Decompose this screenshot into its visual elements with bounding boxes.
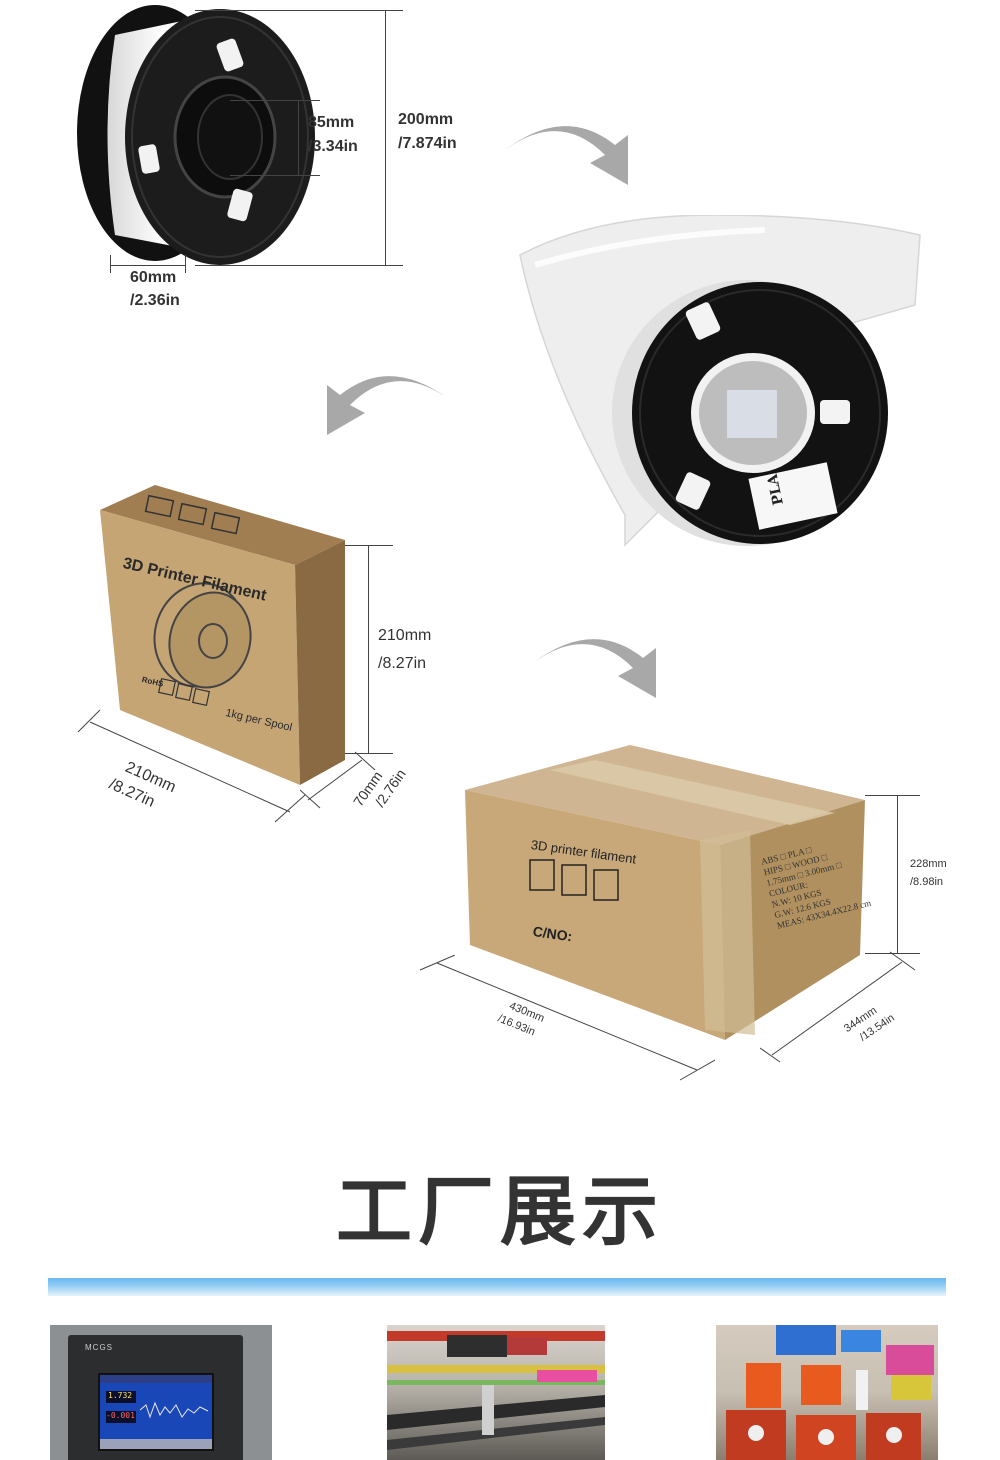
carton-width-dim-line — [760, 951, 916, 1063]
monitor-brand: MCGS — [85, 1343, 113, 1352]
spool-width-dim-tick-left — [110, 255, 111, 273]
shipping-carton-image: 3D printer filament C/NO: ABS □ PLA □ HI… — [460, 745, 872, 1045]
spool-outer-dim-tick-top — [195, 10, 403, 11]
box-depth-dim-line — [300, 751, 376, 809]
bagged-spool-image: PLA — [515, 214, 925, 550]
retail-box-image: 3D Printer Filament RoHS 1kg per Spool — [95, 485, 355, 790]
monitor-value-top: 1.732 — [108, 1391, 133, 1400]
spool-diagram — [60, 5, 360, 270]
spool-hub-dim-tick-top — [230, 100, 320, 101]
spool-hub-in: /3.34in — [308, 138, 358, 155]
section-divider-bar — [48, 1278, 946, 1296]
spool-outer-dim-tick-bottom — [195, 265, 403, 266]
box-height-dim-tick-bottom — [345, 753, 393, 754]
box-height-mm: 210mm — [378, 627, 432, 644]
spool-outer-dim-line — [385, 10, 386, 265]
box-height-dim-tick-top — [345, 545, 393, 546]
factory-photo-production-line — [387, 1325, 605, 1460]
box-height-dim-line — [368, 545, 369, 753]
carton-length-dim-line — [419, 955, 715, 1081]
spool-outer-in: /7.874in — [398, 135, 457, 152]
spool-width-dim-line — [110, 265, 185, 266]
monitor-screen — [98, 1373, 214, 1451]
carton-height-mm: 228mm — [910, 858, 947, 870]
spool-width-dim-tick-right — [185, 255, 186, 273]
spool-label-text: PLA — [765, 472, 787, 507]
spool-outer-dim-label: 200mm /7.874in — [398, 110, 457, 154]
monitor-value-bottom: -0.001 — [106, 1411, 135, 1420]
box-width-dim-line — [77, 709, 306, 823]
spool-width-dim-label: 60mm /2.36in — [130, 268, 180, 311]
curved-arrow-icon — [533, 639, 656, 698]
spool-width-in: /2.36in — [130, 292, 180, 309]
spool-hub-dim-line — [298, 100, 299, 175]
spool-hub-dim-tick-bottom — [230, 175, 320, 176]
factory-section-title: 工厂展示 — [336, 1167, 664, 1256]
spool-outer-mm: 200mm — [398, 111, 454, 128]
box-height-in: /8.27in — [378, 655, 427, 672]
curved-arrow-icon — [505, 126, 628, 185]
spool-image — [77, 5, 315, 265]
carton-height-in: /8.98in — [910, 875, 944, 888]
curved-arrow-icon — [327, 376, 450, 435]
factory-photo-monitor: MCGS 1.732 -0.001 — [50, 1325, 272, 1460]
waveform-graph — [100, 1375, 212, 1449]
spool-hub-mm: 85mm — [308, 114, 355, 131]
winding-machines-drawing — [726, 1325, 934, 1460]
spool-hub-dim-label: 85mm /3.34in — [308, 113, 358, 157]
box-height-dim-label: 210mm /8.27in — [378, 626, 431, 674]
production-line-drawing — [387, 1331, 605, 1450]
factory-photo-winding-machines — [716, 1325, 938, 1460]
carton-height-dim-label: 228mm /8.98in — [910, 858, 947, 890]
carton-height-dim-tick-top — [865, 795, 920, 796]
carton-height-dim-line — [897, 795, 898, 953]
spool-width-mm: 60mm — [130, 269, 177, 286]
